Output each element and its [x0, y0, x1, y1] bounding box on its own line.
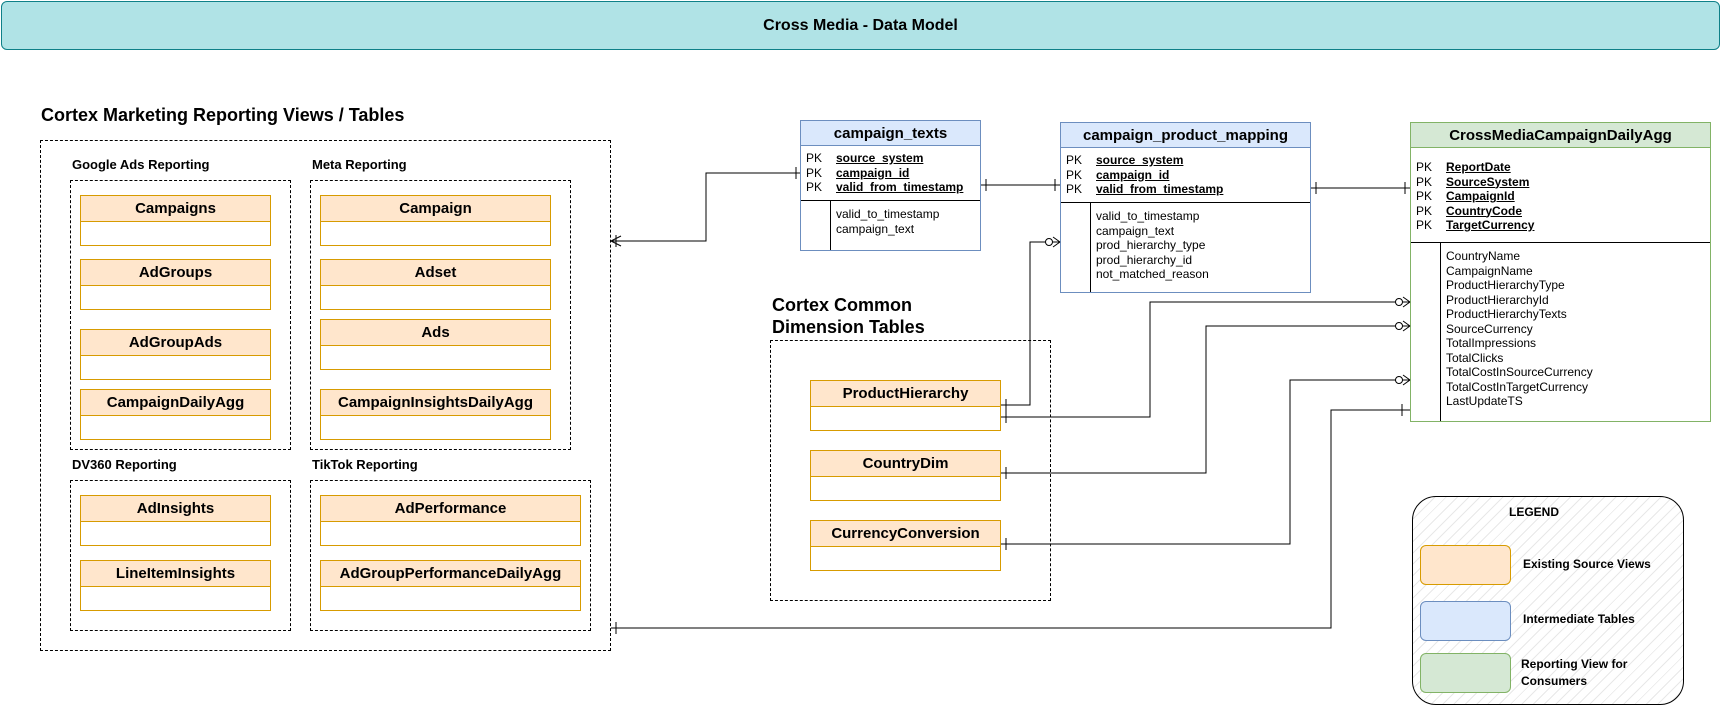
- table-campaigns[interactable]: Campaigns: [80, 195, 271, 246]
- legend-swatch-source: [1420, 545, 1511, 585]
- column-separator: [1090, 203, 1091, 292]
- entity-title: CrossMediaCampaignDailyAgg: [1411, 123, 1710, 148]
- crowfoot-many: [1402, 374, 1411, 381]
- meta-group: [310, 180, 571, 450]
- dv360-group: [70, 480, 291, 631]
- table-title: CampaignInsightsDailyAgg: [321, 390, 550, 416]
- legend-swatch-intermediate: [1420, 601, 1511, 641]
- meta-group-label: Meta Reporting: [312, 157, 407, 172]
- table-producthierarchy[interactable]: ProductHierarchy: [810, 380, 1001, 431]
- page-title: Cross Media - Data Model: [763, 16, 958, 34]
- pk-labels: PK PK PK: [1066, 153, 1083, 196]
- legend-title: LEGEND: [1509, 505, 1560, 519]
- entity-title: campaign_texts: [801, 121, 980, 146]
- column-separator: [830, 201, 831, 250]
- crowfoot-many: [610, 240, 622, 247]
- pk-labels: PK PK PK PK PK: [1416, 160, 1433, 232]
- primary-keys: source_system campaign_id valid_from_tim…: [1096, 153, 1224, 196]
- legend-label-intermediate: Intermediate Tables: [1523, 612, 1635, 626]
- table-countrydim[interactable]: CountryDim: [810, 450, 1001, 501]
- crowfoot-many: [1402, 320, 1411, 327]
- table-title: LineItemInsights: [81, 561, 270, 587]
- edge-producthierarchy-to-crossmedia: [1001, 301, 1410, 418]
- entity-crossmedia-campaign-daily-agg[interactable]: CrossMediaCampaignDailyAgg PK PK PK PK P…: [1410, 122, 1711, 422]
- crowfoot-many: [1402, 325, 1411, 332]
- table-campaigninsightsdailyagg[interactable]: CampaignInsightsDailyAgg: [320, 389, 551, 440]
- attributes: valid_to_timestamp campaign_text: [836, 207, 940, 236]
- table-ads[interactable]: Ads: [320, 319, 551, 370]
- google-ads-group-label: Google Ads Reporting: [72, 157, 210, 172]
- legend: LEGEND Existing Source Views Intermediat…: [1412, 496, 1684, 705]
- column-separator: [1440, 243, 1441, 421]
- table-title: Campaigns: [81, 196, 270, 222]
- common-dimensions-section-title: Cortex Common Dimension Tables: [772, 295, 925, 337]
- table-lineiteminsights[interactable]: LineItemInsights: [80, 560, 271, 611]
- crowfoot-optional: [1395, 298, 1403, 306]
- edge-views-to-campaign-texts: [611, 172, 800, 242]
- table-campaign[interactable]: Campaign: [320, 195, 551, 246]
- primary-keys: source_system campaign_id valid_from_tim…: [836, 151, 964, 194]
- key-separator: [1061, 202, 1310, 203]
- table-adgroupperformancedailyagg[interactable]: AdGroupPerformanceDailyAgg: [320, 560, 581, 611]
- table-campaigndailyagg[interactable]: CampaignDailyAgg: [80, 389, 271, 440]
- table-adset[interactable]: Adset: [320, 259, 551, 310]
- table-adgroups[interactable]: AdGroups: [80, 259, 271, 310]
- edge-countrydim-to-crossmedia: [1001, 325, 1410, 474]
- crowfoot-many: [1402, 296, 1411, 303]
- crowfoot-many: [610, 235, 622, 242]
- crowfoot-optional: [1395, 322, 1403, 330]
- google-ads-group: [70, 180, 291, 450]
- crowfoot-many: [1052, 236, 1061, 243]
- crowfoot-optional: [1045, 238, 1053, 246]
- entity-campaign-product-mapping[interactable]: campaign_product_mapping PK PK PK source…: [1060, 122, 1311, 293]
- primary-keys: ReportDate SourceSystem CampaignId Count…: [1446, 160, 1535, 232]
- table-title: ProductHierarchy: [811, 381, 1000, 407]
- legend-swatch-reporting: [1420, 653, 1511, 693]
- table-title: Campaign: [321, 196, 550, 222]
- pk-labels: PK PK PK: [806, 151, 823, 194]
- table-title: AdPerformance: [321, 496, 580, 522]
- entity-campaign-texts[interactable]: campaign_texts PK PK PK source_system ca…: [800, 120, 981, 251]
- table-adperformance[interactable]: AdPerformance: [320, 495, 581, 546]
- attributes: CountryName CampaignName ProductHierarch…: [1446, 249, 1593, 408]
- tiktok-group: [310, 480, 591, 631]
- table-title: AdGroupPerformanceDailyAgg: [321, 561, 580, 587]
- crowfoot-many: [1052, 241, 1061, 248]
- table-currencyconversion[interactable]: CurrencyConversion: [810, 520, 1001, 571]
- edge-currency-to-crossmedia: [1001, 379, 1410, 545]
- dv360-group-label: DV360 Reporting: [72, 457, 177, 472]
- marketing-views-container: [40, 140, 611, 651]
- tiktok-group-label: TikTok Reporting: [312, 457, 418, 472]
- legend-label-reporting: Reporting View for Consumers: [1521, 657, 1628, 688]
- table-adinsights[interactable]: AdInsights: [80, 495, 271, 546]
- table-title: AdGroupAds: [81, 330, 270, 356]
- table-title: Adset: [321, 260, 550, 286]
- table-adgroupads[interactable]: AdGroupAds: [80, 329, 271, 380]
- crowfoot-many: [1402, 379, 1411, 386]
- cortex-marketing-section-title: Cortex Marketing Reporting Views / Table…: [41, 105, 405, 125]
- key-separator: [1411, 242, 1710, 243]
- page-title-bar: Cross Media - Data Model: [1, 1, 1720, 50]
- table-title: AdInsights: [81, 496, 270, 522]
- key-separator: [801, 200, 980, 201]
- crowfoot-optional: [1395, 376, 1403, 384]
- entity-title: campaign_product_mapping: [1061, 123, 1310, 148]
- table-title: CampaignDailyAgg: [81, 390, 270, 416]
- table-title: AdGroups: [81, 260, 270, 286]
- crowfoot-many: [1402, 301, 1411, 308]
- table-title: CountryDim: [811, 451, 1000, 477]
- table-title: CurrencyConversion: [811, 521, 1000, 547]
- table-title: Ads: [321, 320, 550, 346]
- attributes: valid_to_timestamp campaign_text prod_hi…: [1096, 209, 1209, 281]
- legend-label-source: Existing Source Views: [1523, 557, 1651, 571]
